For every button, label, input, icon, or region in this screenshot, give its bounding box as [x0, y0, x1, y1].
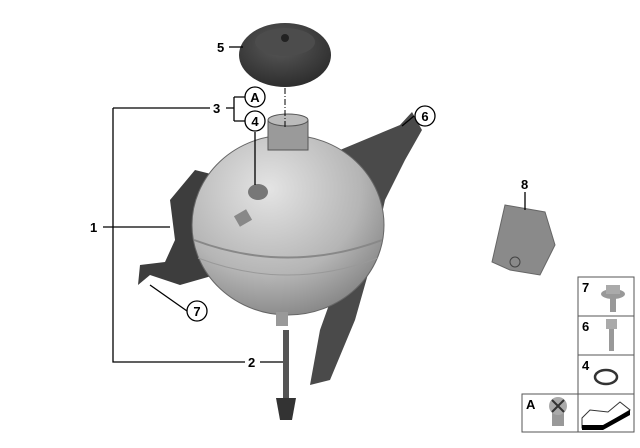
leader-lines [103, 46, 526, 363]
legend-label-A: A [526, 397, 536, 412]
legend-label-6: 6 [582, 319, 589, 334]
part-8-bracket [491, 204, 556, 276]
o-ring-icon [593, 368, 619, 386]
callout-circle-A [244, 86, 266, 108]
callout-1: 1 [90, 220, 97, 235]
hex-bolt-icon [606, 319, 617, 351]
callout-5: 5 [217, 40, 224, 55]
flange-bolt-icon [601, 285, 625, 312]
drain-screw [276, 330, 296, 420]
legend-label-4: 4 [582, 358, 590, 373]
tank-cap [239, 23, 331, 87]
callout-2: 2 [248, 355, 255, 370]
callout-circle-7 [186, 300, 208, 322]
expansion-tank [191, 113, 385, 326]
callout-4: 4 [251, 114, 259, 129]
callout-circle-6 [414, 105, 436, 127]
callout-3: 3 [213, 101, 220, 116]
callout-circle-4 [244, 110, 266, 132]
arrow-icon [581, 401, 631, 430]
legend-label-7: 7 [582, 280, 589, 295]
bleed-screw-icon [549, 397, 567, 426]
callout-6: 6 [421, 109, 428, 124]
callout-7: 7 [193, 304, 200, 319]
callout-A: A [250, 90, 260, 105]
parts-legend: 7 6 4 A [521, 276, 635, 433]
callout-8: 8 [521, 177, 528, 192]
